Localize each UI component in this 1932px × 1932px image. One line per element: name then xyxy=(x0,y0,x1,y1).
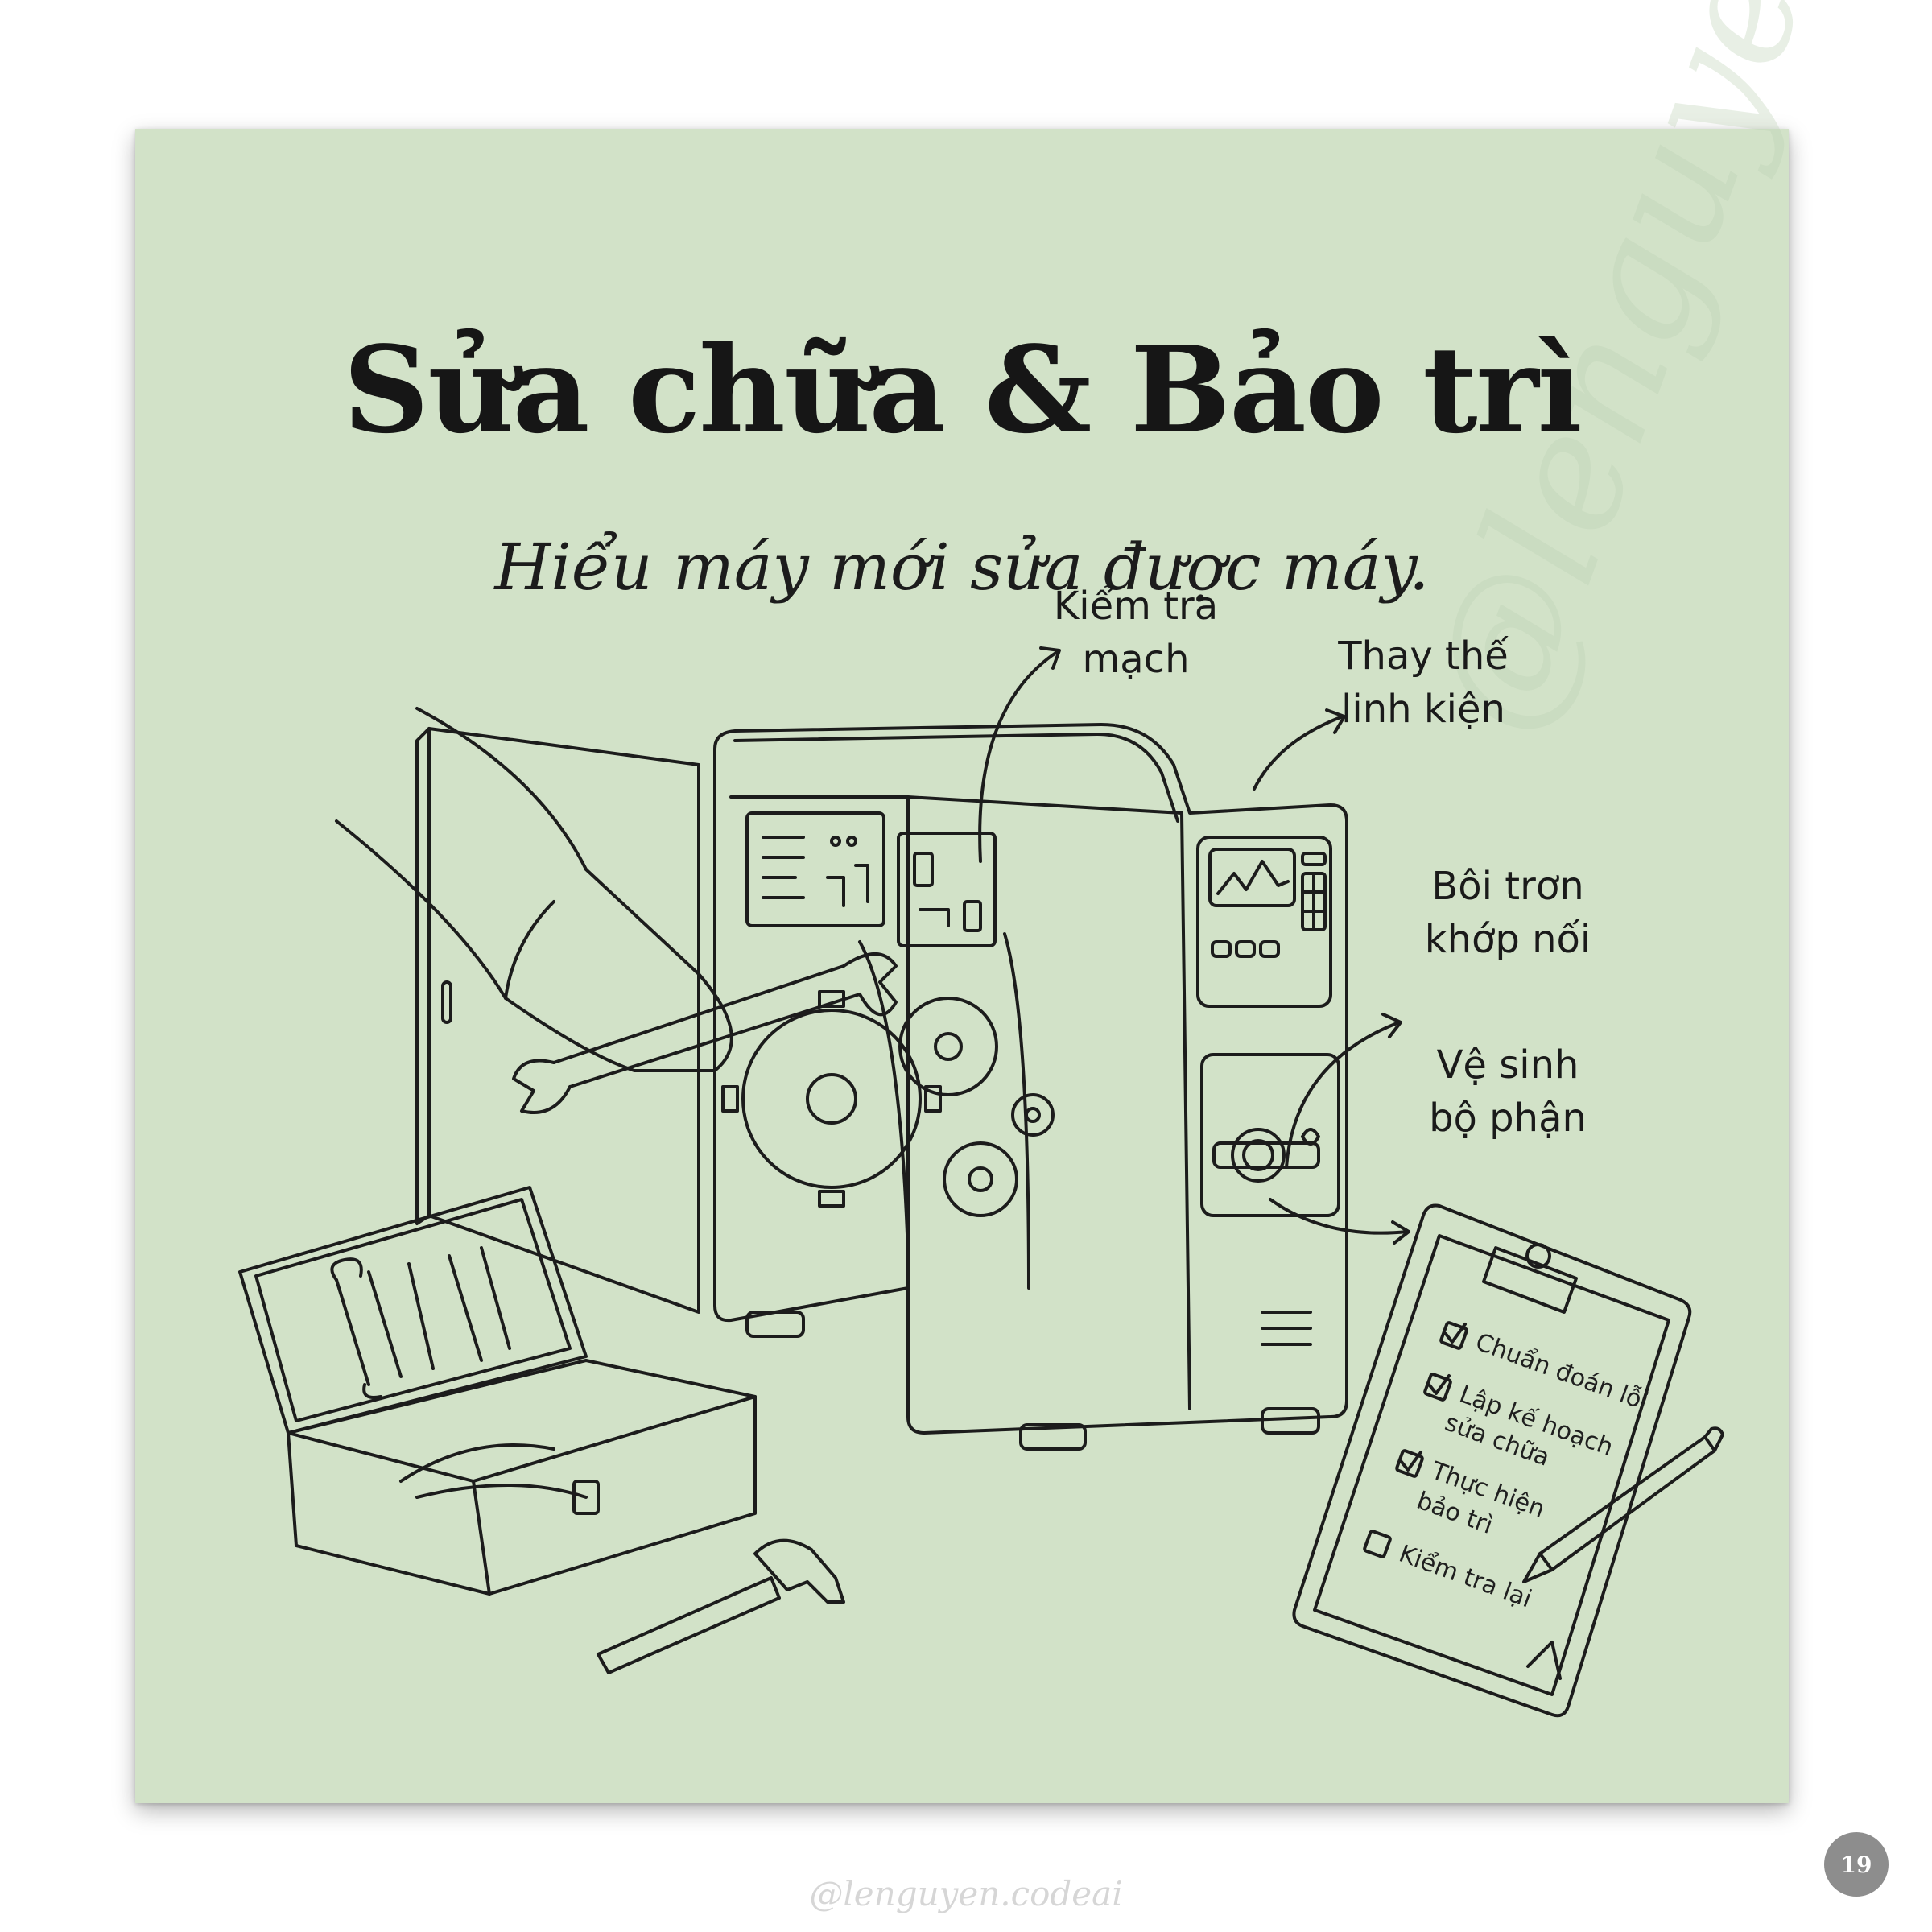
callout-line: khớp nối xyxy=(1424,917,1591,962)
toolbox-icon xyxy=(238,1186,757,1596)
callout-line: Kiểm tra xyxy=(1053,584,1219,629)
page-title: Sửa chữa & Bảo trì xyxy=(343,320,1583,460)
callout-line: linh kiện xyxy=(1341,687,1505,732)
author-handle: @lenguyen.codeai xyxy=(809,1874,1123,1913)
gear-large-icon xyxy=(721,990,942,1208)
wrench-icon xyxy=(512,952,898,1114)
callout-replace-parts: Thay thế linh kiện xyxy=(1319,630,1528,736)
page-number-badge: 19 xyxy=(1824,1832,1889,1897)
cabinet-door xyxy=(415,727,700,1314)
callout-arrows xyxy=(978,646,1410,1245)
callout-line: bộ phận xyxy=(1429,1096,1587,1141)
callout-lubricate: Bôi trơn khớp nối xyxy=(1407,860,1608,966)
clipboard-icon: Chuẩn đoán lỗi Lập kế hoạch sửa chữa Thự… xyxy=(1292,1203,1692,1718)
page-subtitle: Hiểu máy mới sửa được máy. xyxy=(494,530,1430,605)
illustration-card: @lenguyen.codeai Sửa chữa & Bảo trì Hiểu… xyxy=(135,0,1932,1803)
callout-check-circuit: Kiểm tra mạch xyxy=(1043,580,1228,686)
gear-small-icon xyxy=(943,1093,1055,1217)
callout-line: Vệ sinh xyxy=(1436,1042,1579,1088)
machine-body xyxy=(713,723,1348,1451)
callout-line: mạch xyxy=(1082,637,1190,682)
callout-line: Bôi trơn xyxy=(1431,864,1584,909)
hammer-icon xyxy=(597,1538,845,1674)
repair-illustration: Chuẩn đoán lỗi Lập kế hoạch sửa chữa Thự… xyxy=(238,646,1724,1718)
callout-clean: Vệ sinh bộ phận xyxy=(1407,1038,1608,1145)
checklist-item-4: Kiểm tra lại xyxy=(1395,1539,1535,1614)
callout-line: Thay thế xyxy=(1338,634,1509,679)
pen-icon xyxy=(1522,1426,1724,1583)
gear-medium-icon xyxy=(898,997,998,1096)
